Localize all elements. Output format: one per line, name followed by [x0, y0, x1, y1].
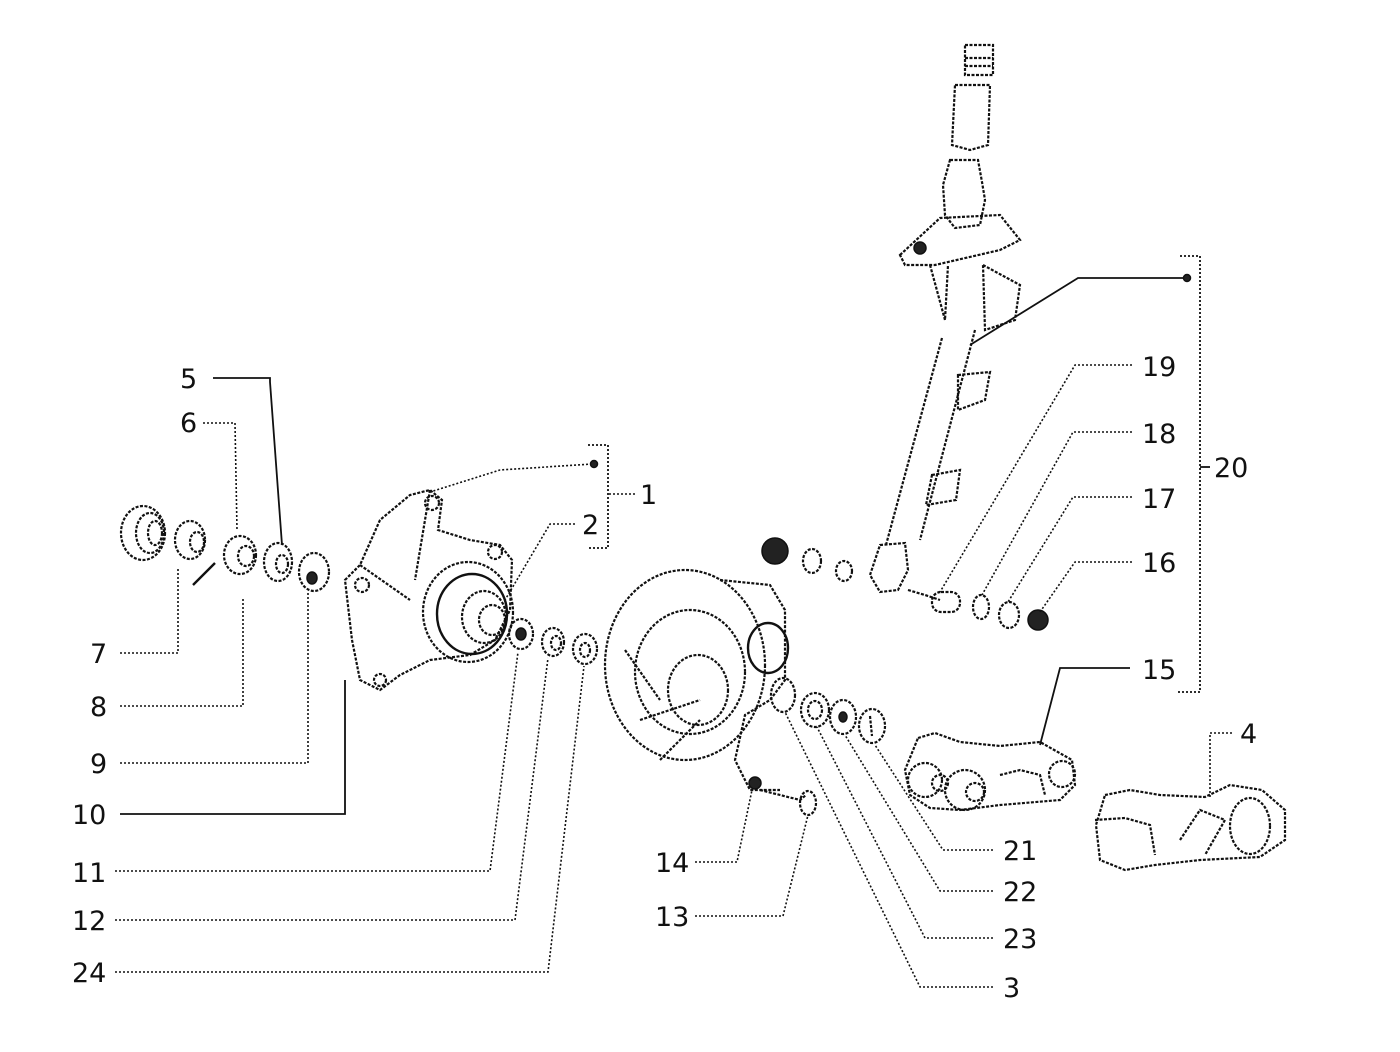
- callout-13: 13: [655, 902, 689, 933]
- steering-column-part: [868, 43, 1022, 602]
- leader-6: [203, 422, 238, 531]
- callout-8: 8: [90, 692, 107, 723]
- bearing-part-23: [799, 691, 831, 729]
- callout-24: 24: [72, 958, 106, 989]
- leader-22: [844, 734, 993, 892]
- callout-15: 15: [1142, 655, 1176, 686]
- callout-21: 21: [1003, 836, 1037, 867]
- leader-16: [1039, 561, 1132, 613]
- leader-7: [120, 567, 179, 654]
- callout-1: 1: [640, 480, 657, 511]
- bolt-part-13: [759, 788, 818, 817]
- ring-part-3: [769, 676, 797, 714]
- callout-9: 9: [90, 749, 107, 780]
- leader-24: [115, 665, 585, 973]
- washer-part-upper-left: [801, 547, 854, 583]
- callout-22: 22: [1003, 877, 1037, 908]
- callout-7: 7: [90, 639, 107, 670]
- leader-13: [695, 814, 809, 917]
- bearing-part-22: [828, 698, 858, 736]
- link-arm-part-15: [903, 731, 1077, 812]
- leader-1-dot: [589, 459, 599, 469]
- seal-part-21: [857, 707, 887, 745]
- bracket-20: [1178, 255, 1201, 693]
- callout-5: 5: [180, 364, 197, 395]
- callout-14: 14: [655, 848, 689, 879]
- leader-3: [784, 711, 993, 988]
- leader-23: [816, 726, 993, 939]
- leader-21: [874, 744, 993, 851]
- callout-17: 17: [1142, 484, 1176, 515]
- nut-part-upper-left: [761, 537, 789, 565]
- callout-2: 2: [582, 510, 599, 541]
- leader-18: [981, 431, 1132, 596]
- callout-4: 4: [1240, 719, 1257, 750]
- leader-17: [1007, 496, 1132, 603]
- callout-20: 20: [1214, 453, 1248, 484]
- callout-12: 12: [72, 906, 106, 937]
- ring-part-12: [540, 626, 566, 658]
- bearing-part-7: [173, 519, 207, 561]
- leader-4: [1209, 732, 1232, 797]
- leader-14: [695, 789, 753, 863]
- nut-part-24: [571, 632, 599, 666]
- leader-1-arrow: [429, 463, 593, 493]
- seal-ring-part: [119, 504, 167, 562]
- callout-16: 16: [1142, 548, 1176, 579]
- bracket-1: [588, 444, 609, 549]
- washer-part-9: [297, 551, 331, 593]
- leader-8: [120, 597, 244, 707]
- callout-23: 23: [1003, 924, 1037, 955]
- pin-part-7: [192, 562, 216, 586]
- callout-11: 11: [72, 858, 106, 889]
- shock-cover-part-4: [1094, 783, 1287, 872]
- callout-19: 19: [1142, 352, 1176, 383]
- leader-20-dot: [1182, 273, 1192, 283]
- pin-part-19: [930, 590, 962, 614]
- bearing-part-8: [222, 534, 258, 576]
- leader-15: [1039, 667, 1130, 746]
- leader-2: [504, 523, 575, 601]
- washer-part-18: [971, 593, 991, 621]
- hub-body-part: [343, 488, 515, 692]
- leader-5: [213, 377, 283, 546]
- leader-12: [115, 657, 549, 921]
- leader-11: [115, 651, 519, 872]
- screw-part-14: [748, 776, 762, 790]
- callout-10: 10: [72, 800, 106, 831]
- callout-3: 3: [1003, 973, 1020, 1004]
- leader-19: [939, 364, 1132, 593]
- brake-disc-part: [603, 568, 790, 792]
- leader-9: [120, 592, 309, 764]
- leader-10: [120, 680, 346, 815]
- callout-18: 18: [1142, 419, 1176, 450]
- washer-part-17: [997, 600, 1021, 630]
- leader-20-arrow: [969, 277, 1186, 346]
- bearing-part-11: [507, 617, 535, 651]
- callout-6: 6: [180, 408, 197, 439]
- ring-part-5: [262, 541, 294, 583]
- nut-part-16: [1027, 609, 1049, 631]
